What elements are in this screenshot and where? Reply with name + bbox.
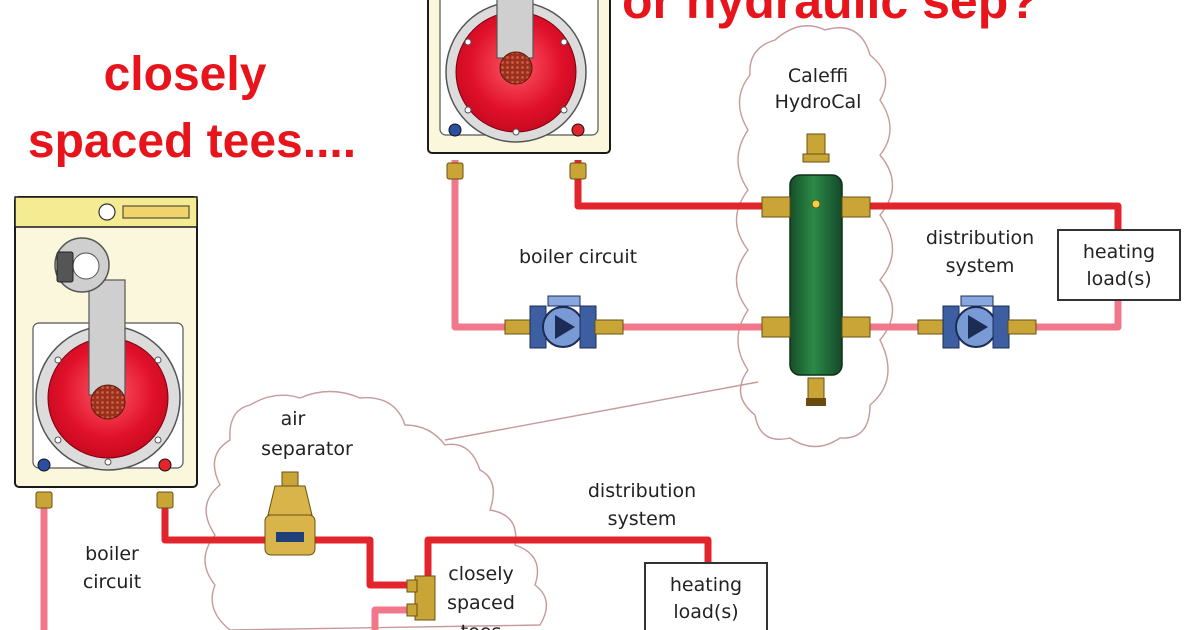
hydraulic-separator-cloud [735,25,894,448]
top-distribution-line2: system [946,255,1015,277]
cloud-connector-line [444,381,759,441]
title-left-line2: spaced tees.... [28,115,356,168]
top-heating-load-box: heating load(s) [1057,229,1181,301]
bottom-load-line2: load(s) [673,601,738,623]
hydraulic-separator [761,133,871,406]
bottom-boiler-circuit-line1: boiler [85,543,139,565]
bottom-boiler-circuit-line2: circuit [83,571,141,593]
boiler-circulator-pump [504,295,624,349]
brass-fittings [35,162,587,509]
tees-label-line1: closely [448,563,513,585]
distribution-circulator-pump [917,295,1037,349]
air-separator [264,471,316,556]
bottom-distribution-line1: distribution [588,480,696,502]
air-separator-label-line2: separator [261,438,353,460]
top-distribution-line1: distribution [926,227,1034,249]
top-load-line2: load(s) [1086,268,1151,290]
tees-label-line3: tees [461,621,502,630]
closely-spaced-tees [406,575,436,621]
bottom-load-line1: heating [670,574,742,596]
top-boiler-circuit-label: boiler circuit [519,246,637,268]
separator-label-line2: HydroCal [775,91,862,113]
separator-label-line1: Caleffi [788,65,848,87]
bottom-distribution-line2: system [608,508,677,530]
title-left-line1: closely [104,48,267,101]
tees-label-line2: spaced [447,592,515,614]
top-boiler [427,0,611,154]
closely-spaced-tees-cloud [204,390,548,630]
bottom-boiler [14,196,198,488]
bottom-heating-load-box: heating load(s) [644,562,768,630]
top-load-line1: heating [1083,241,1155,263]
air-separator-label-line1: air [281,408,306,430]
title-top-partial: or hydraulic sep? [622,0,1039,29]
